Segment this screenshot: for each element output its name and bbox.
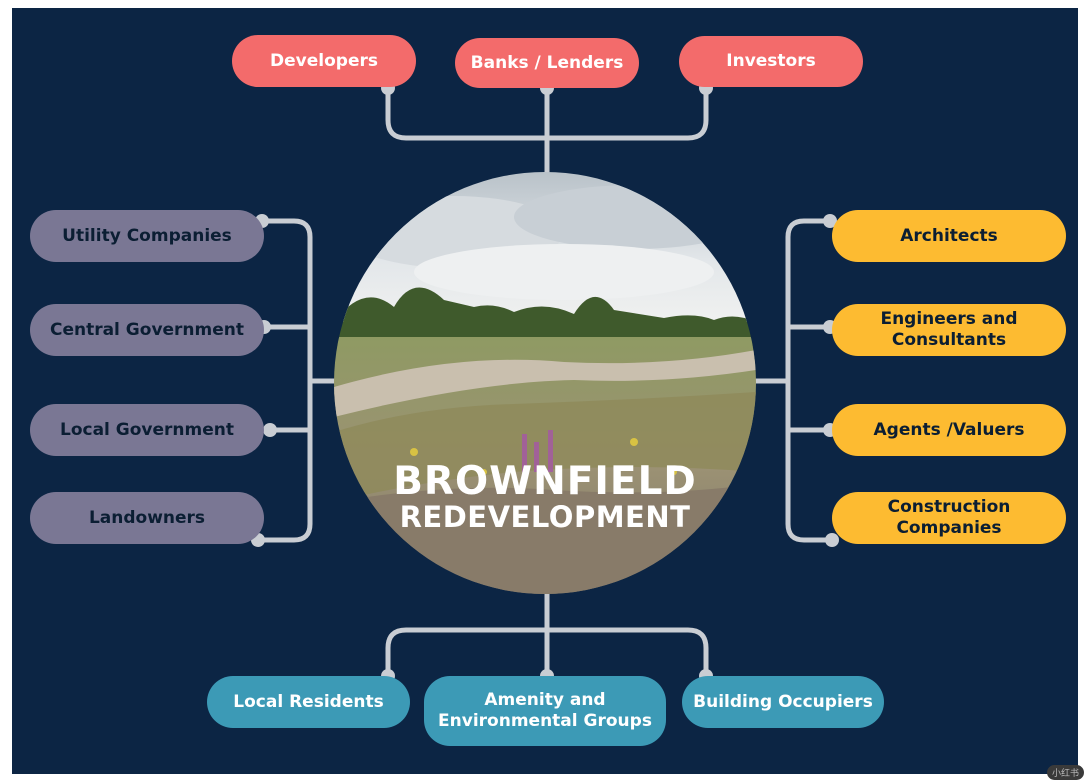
connector-dot <box>263 423 277 437</box>
watermark: 小红书 <box>1046 765 1084 780</box>
node-label: Architects <box>900 225 998 246</box>
node-label: Utility Companies <box>62 225 232 246</box>
node-engineers-consultants: Engineers and Consultants <box>832 304 1066 356</box>
node-label: Local Government <box>59 419 234 440</box>
node-local-residents: Local Residents <box>207 676 410 728</box>
node-local-government: Local Government <box>30 404 264 456</box>
node-label: Engineers and Consultants <box>880 309 1018 350</box>
node-landowners: Landowners <box>30 492 264 544</box>
node-label: Building Occupiers <box>693 691 873 712</box>
node-label: Amenity and Environmental Groups <box>438 690 652 731</box>
node-banks-lenders: Banks / Lenders <box>455 38 639 88</box>
connector-left <box>255 218 313 543</box>
node-architects: Architects <box>832 210 1066 262</box>
node-label: Local Residents <box>233 691 384 712</box>
hub-title-line-2: REDEVELOPMENT <box>399 500 691 534</box>
node-construction-companies: Construction Companies <box>832 492 1066 544</box>
node-label: Landowners <box>88 507 206 528</box>
node-label: Banks / Lenders <box>470 52 624 73</box>
node-label: Construction Companies <box>887 497 1011 538</box>
node-label: Developers <box>270 50 378 71</box>
connector-right <box>785 218 835 543</box>
node-developers: Developers <box>232 35 416 87</box>
node-agents-valuers: Agents /Valuers <box>832 404 1066 456</box>
node-label: Agents /Valuers <box>873 419 1025 440</box>
brownfield-hub: BROWNFIELD REDEVELOPMENT <box>334 172 756 594</box>
hub-title-line-1: BROWNFIELD <box>393 459 697 504</box>
stakeholder-diagram: BROWNFIELD REDEVELOPMENT Developers Bank… <box>12 8 1078 774</box>
hub-title: BROWNFIELD REDEVELOPMENT <box>334 459 756 534</box>
node-label: Central Government <box>49 319 245 340</box>
node-central-government: Central Government <box>30 304 264 356</box>
node-utility-companies: Utility Companies <box>30 210 264 262</box>
node-label: Investors <box>726 51 816 71</box>
node-amenity-environmental-groups: Amenity and Environmental Groups <box>424 676 666 746</box>
node-building-occupiers: Building Occupiers <box>682 676 884 728</box>
connector-dot <box>825 533 839 547</box>
node-investors: Investors <box>679 36 863 87</box>
